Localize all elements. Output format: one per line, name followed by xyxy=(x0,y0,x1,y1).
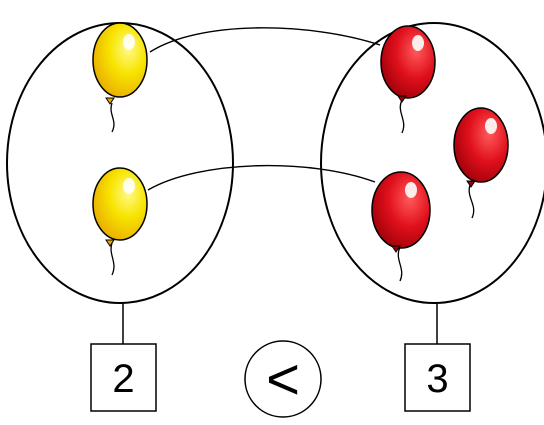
red-balloon xyxy=(453,107,509,219)
left-count-label: 2 xyxy=(112,357,134,401)
right-count-label: 3 xyxy=(426,357,448,401)
matching-line-top xyxy=(149,27,381,53)
matching-line-bottom xyxy=(147,164,376,191)
comparison-symbol: < xyxy=(266,347,300,412)
yellow-balloon xyxy=(92,22,148,133)
left-count-box xyxy=(90,343,157,412)
yellow-balloon xyxy=(92,167,148,276)
right-count-box xyxy=(404,343,471,412)
comparison-circle xyxy=(244,340,322,418)
red-balloon xyxy=(371,171,431,282)
right-group-oval xyxy=(320,22,544,304)
red-balloon xyxy=(380,25,436,134)
